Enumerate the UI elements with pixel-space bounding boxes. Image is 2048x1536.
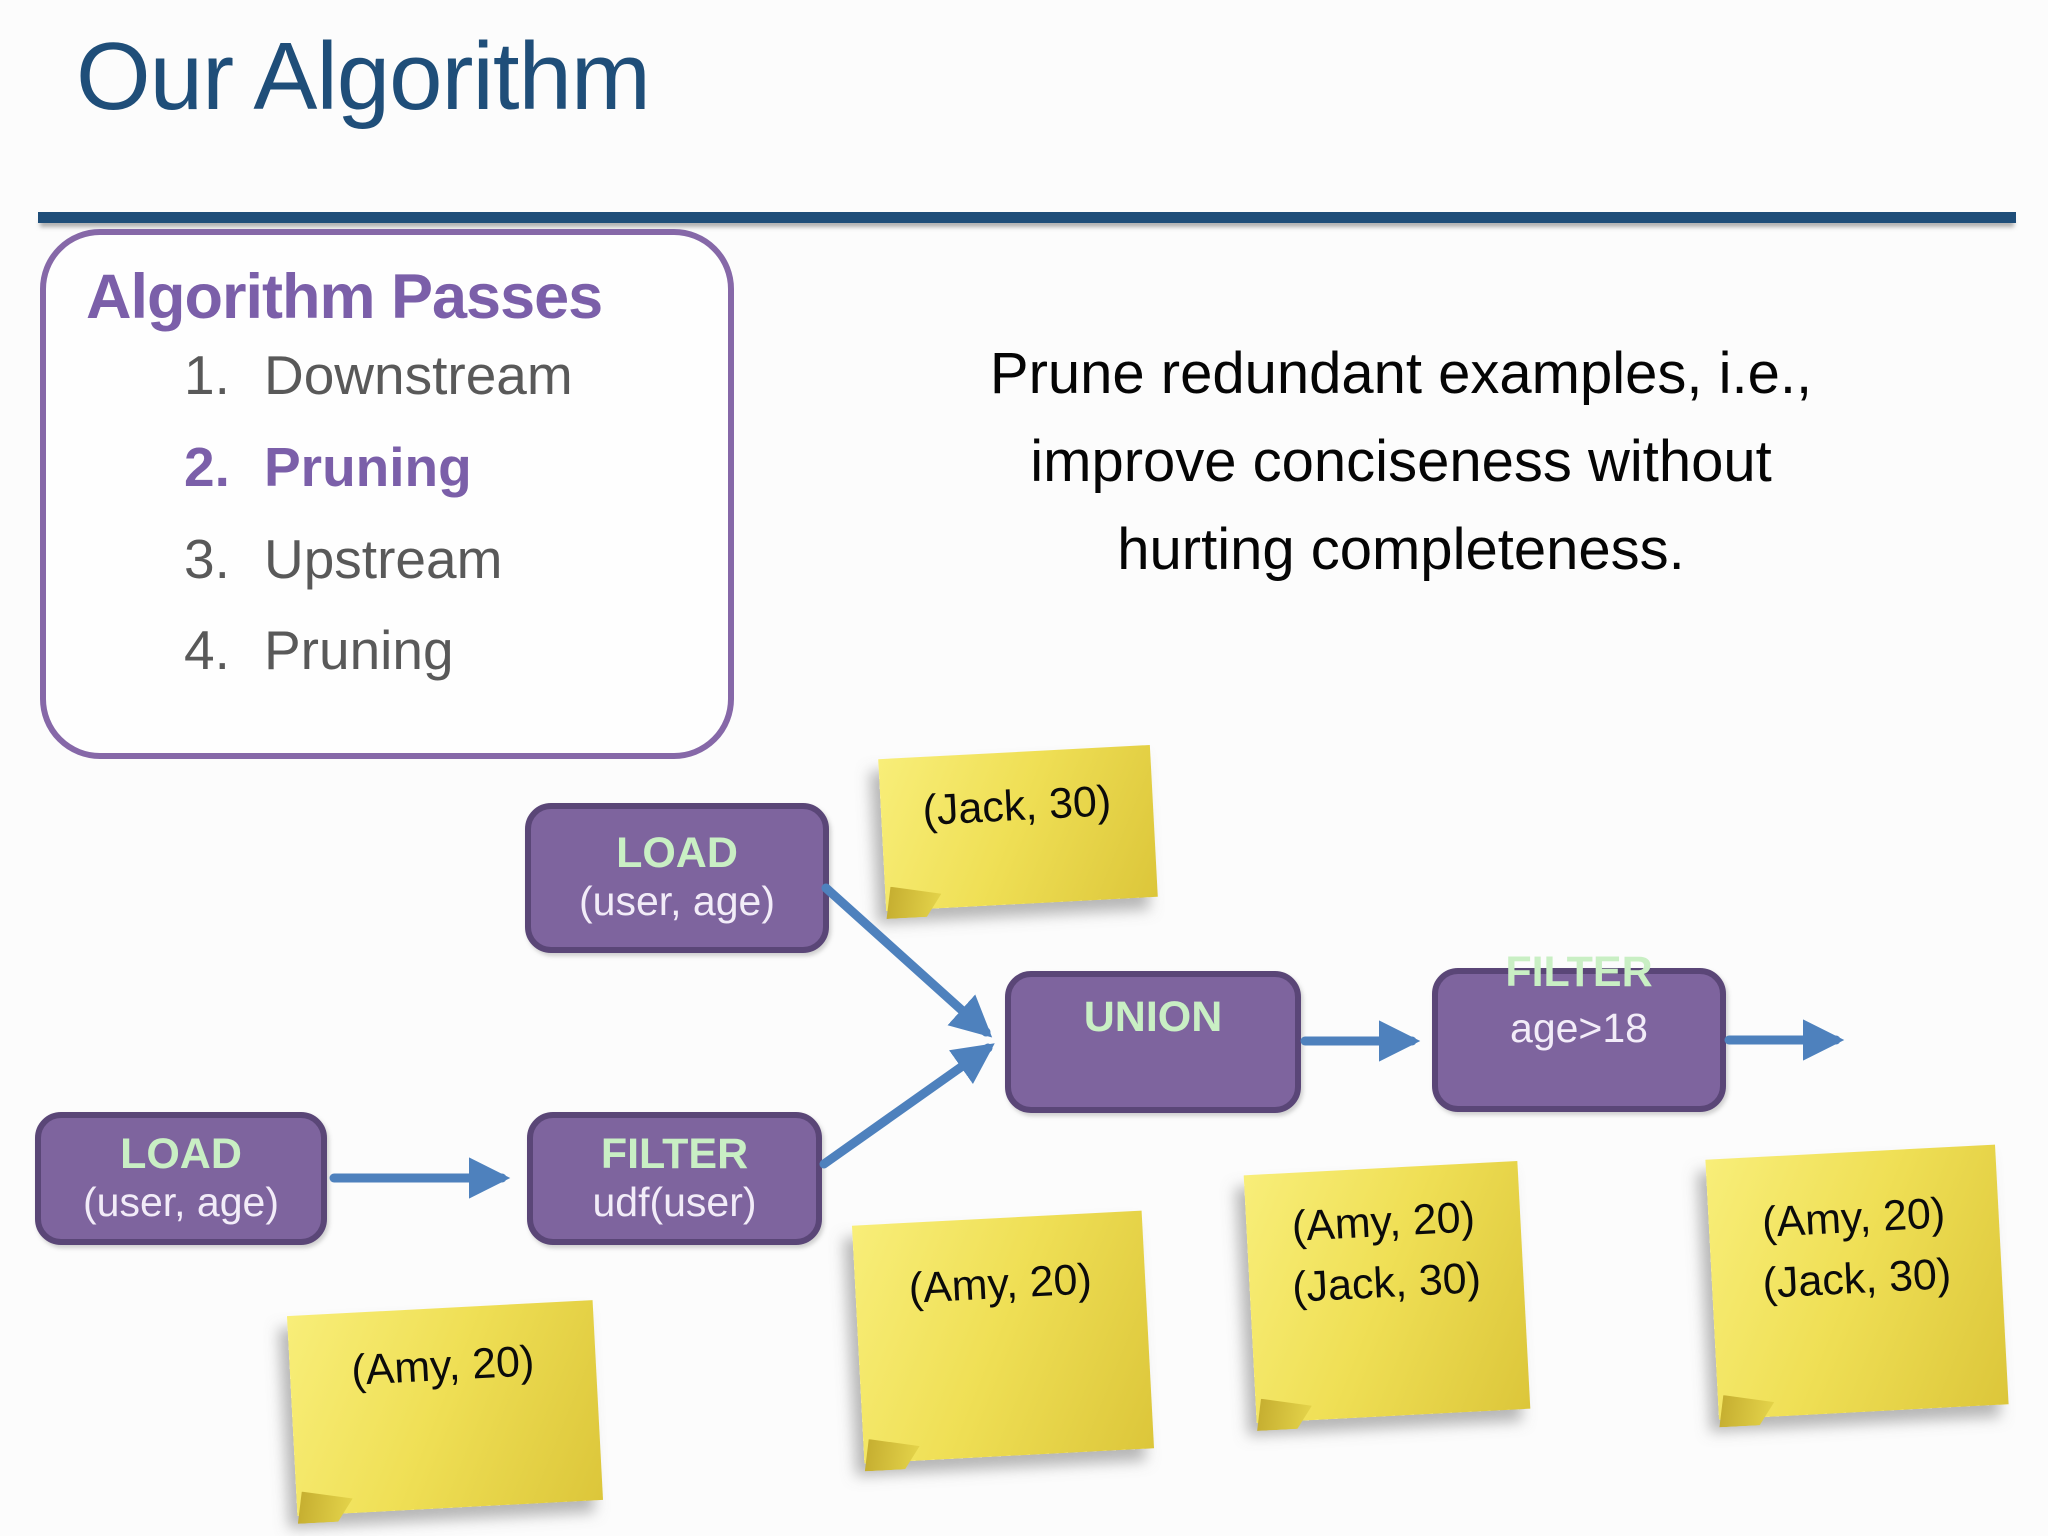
note-line: (Jack, 30) (1291, 1254, 1483, 1312)
note-line: (Amy, 20) (350, 1337, 536, 1395)
node-filter-udf: FILTER udf(user) (527, 1112, 822, 1245)
pass-label: Upstream (264, 527, 503, 590)
pass-label: Pruning (264, 435, 472, 498)
callout-line: Prune redundant examples, i.e., (989, 341, 1813, 406)
pass-number: 3. (184, 527, 230, 590)
arrow-filterudf-to-union (819, 1043, 995, 1169)
passes-list: 1. Downstream 2. Pruning 3. Upstream 4. Prun… (46, 344, 728, 682)
algorithm-passes-panel: Algorithm Passes 1. Downstream 2. Pruning … (40, 229, 734, 759)
node-op-label: LOAD (120, 1129, 242, 1178)
node-filter-age: FILTER age>18 (1432, 948, 1726, 1112)
sticky-note-amy-mid: (Amy, 20) (851, 1210, 1155, 1464)
pass-label: Downstream (264, 344, 573, 406)
node-op-label: FILTER (600, 1129, 749, 1178)
callout-line: improve conciseness without (1030, 429, 1772, 495)
pass-number: 2. (184, 435, 230, 498)
pass-item-pruning: 4. Pruning (184, 619, 728, 682)
pass-number: 4. (184, 619, 230, 682)
pass-label: Pruning (264, 619, 454, 682)
slide-title: Our Algorithm (76, 23, 651, 130)
note-line: (Jack, 30) (921, 777, 1113, 835)
node-union: UNION (1005, 971, 1301, 1113)
sticky-note-amy-jack-mid: (Amy, 20) (Jack, 30) (1243, 1160, 1531, 1424)
node-op-label: UNION (1083, 993, 1223, 1041)
title-divider (38, 212, 2016, 223)
pass-item-pruning-active: 2. Pruning (184, 435, 728, 498)
node-arg-label: age>18 (1510, 1005, 1648, 1052)
callout-text: Prune redundant examples, i.e., improve … (856, 330, 1946, 594)
node-op-label: FILTER (1505, 948, 1653, 996)
node-load-bottom: LOAD (user, age) (35, 1112, 327, 1245)
node-arg-label: (user, age) (83, 1178, 279, 1225)
note-line: (Amy, 20) (907, 1255, 1093, 1313)
sticky-note-amy-jack-right: (Amy, 20) (Jack, 30) (1705, 1144, 2009, 1420)
passes-heading: Algorithm Passes (86, 262, 603, 332)
node-op-label: LOAD (616, 829, 738, 878)
node-arg-label: udf(user) (592, 1178, 757, 1225)
node-load-top: LOAD (user, age) (525, 803, 829, 953)
pass-item-downstream: 1. Downstream (184, 344, 728, 406)
sticky-note-amy-left: (Amy, 20) (286, 1300, 604, 1516)
sticky-note-jack: (Jack, 30) (878, 744, 1158, 912)
pass-item-upstream: 3. Upstream (184, 527, 728, 590)
pass-number: 1. (184, 344, 230, 406)
callout-line: hurting completeness. (1117, 517, 1685, 583)
node-arg-label: (user, age) (579, 878, 775, 925)
